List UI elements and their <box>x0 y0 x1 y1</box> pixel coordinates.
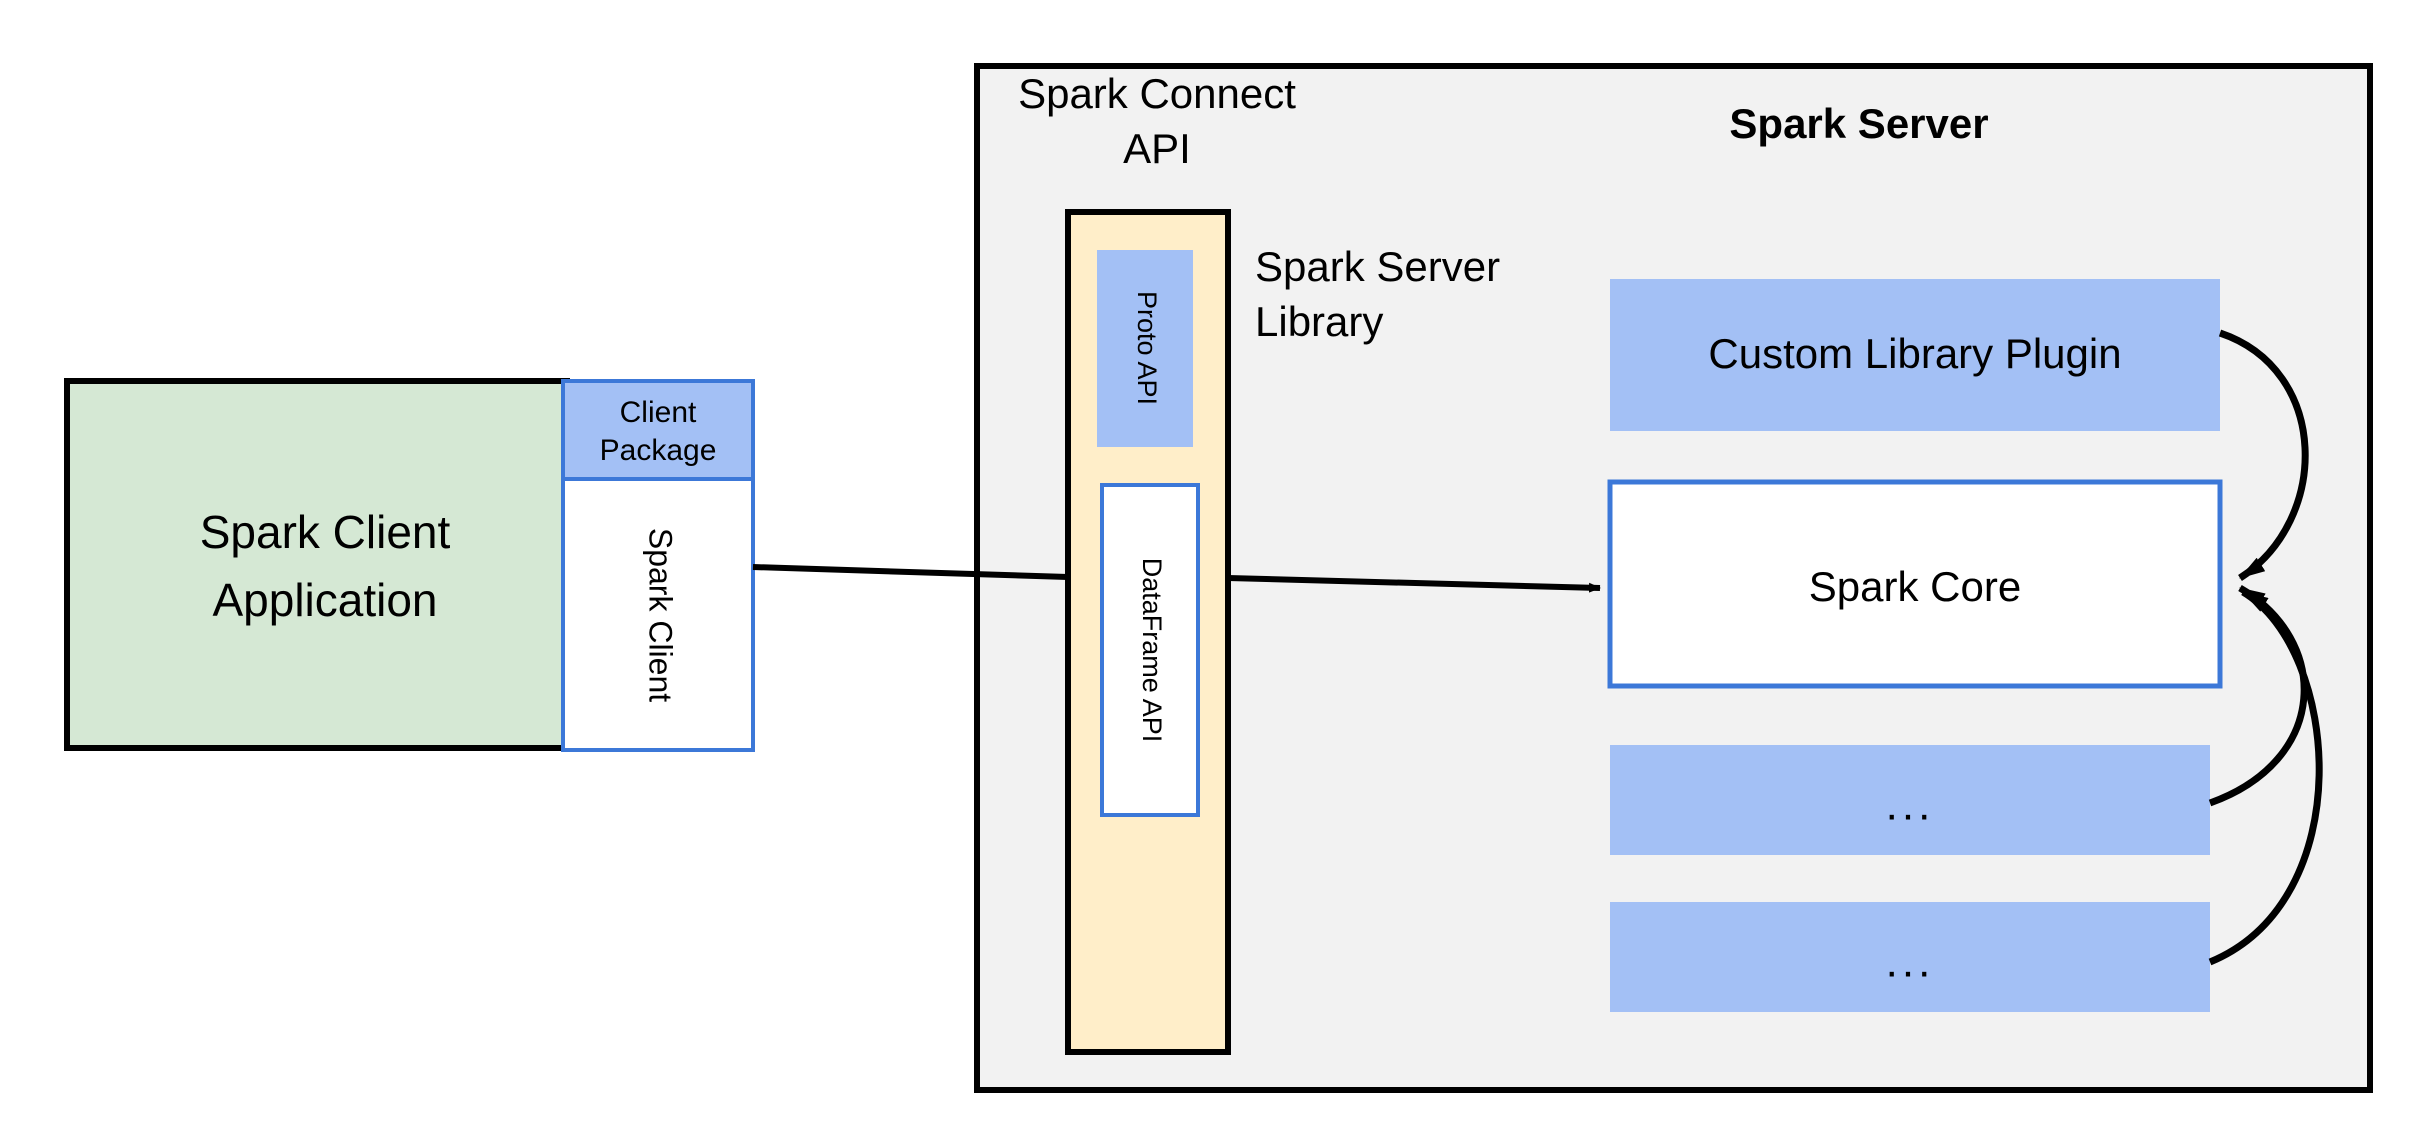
ellipsis-box-2[interactable] <box>1610 902 2210 1012</box>
spark-client-application-box[interactable] <box>64 378 570 751</box>
spark-client-application-label-line2: Application <box>212 574 437 626</box>
spark-client-application-label-line1: Spark Client <box>200 506 451 558</box>
client-package-label-line2: Package <box>600 434 717 467</box>
connector-ellipsis2-to-spark-core <box>2208 588 2323 966</box>
ellipsis-box-1-label: ... <box>1886 781 1935 830</box>
proto-api-box[interactable] <box>1097 250 1193 447</box>
connector-client-to-api <box>752 564 1069 580</box>
custom-library-plugin-label: Custom Library Plugin <box>1708 330 2121 377</box>
ellipsis-box-2-label: ... <box>1886 938 1935 987</box>
dataframe-api-box[interactable] <box>1100 483 1200 817</box>
dataframe-api-label: DataFrame API <box>1137 558 1167 743</box>
spark-client-box[interactable] <box>561 477 755 752</box>
spark-server-library-label-line1: Spark Server <box>1255 243 1500 290</box>
spark-client-label: Spark Client <box>643 528 679 702</box>
proto-api-label: Proto API <box>1132 291 1162 405</box>
spark-core-label: Spark Core <box>1809 563 2021 610</box>
spark-core-box[interactable] <box>1607 479 2223 689</box>
ellipsis-box-1[interactable] <box>1610 745 2210 855</box>
connector-api-to-spark-core <box>1227 575 1601 593</box>
spark-connect-api-label-line2: API <box>1123 125 1191 172</box>
spark-connect-api-label-line1: Spark Connect <box>1018 70 1296 117</box>
client-package-label-line1: Client <box>620 396 697 429</box>
connector-plugin-to-spark-core <box>2218 329 2309 581</box>
custom-library-plugin-box[interactable] <box>1610 279 2220 431</box>
spark-server-title: Spark Server <box>1729 100 1988 147</box>
client-package-box[interactable] <box>561 379 755 481</box>
spark-server-library-label-line2: Library <box>1255 298 1383 345</box>
